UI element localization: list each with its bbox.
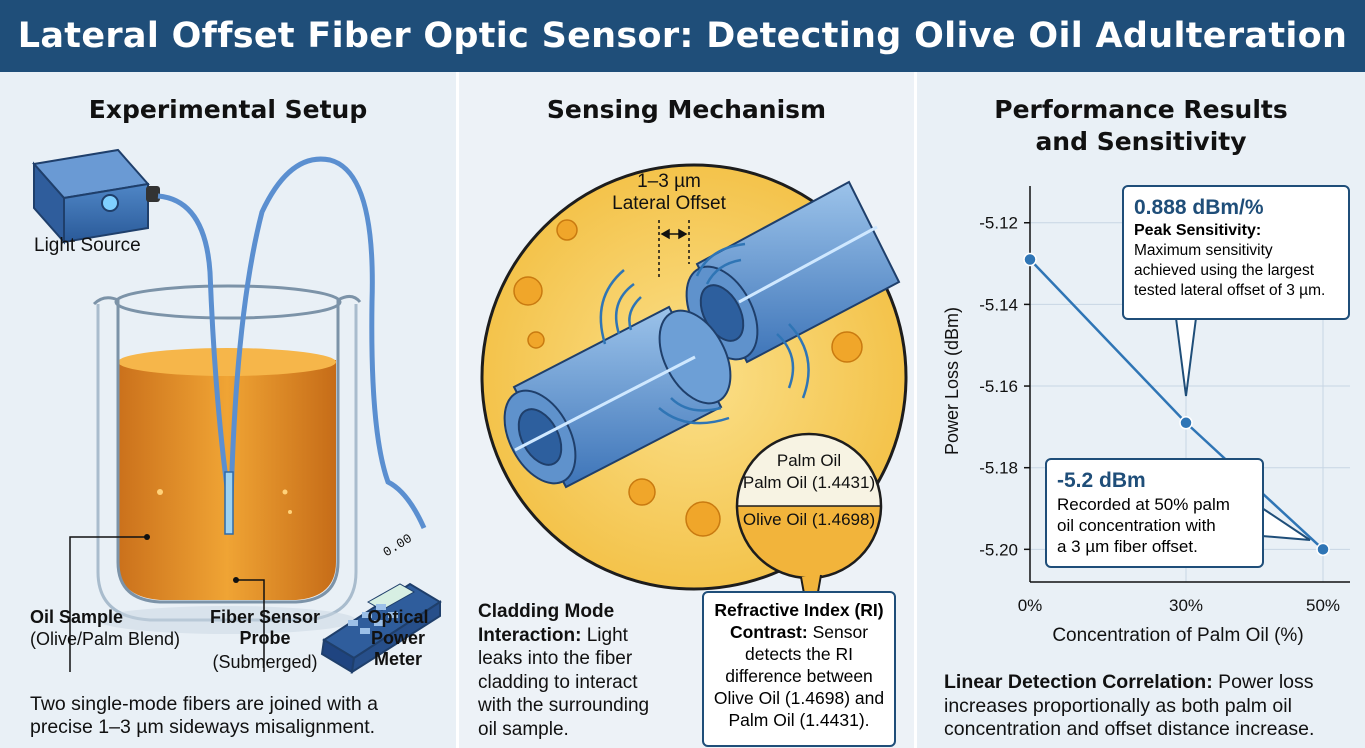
palm-oil-ri-label: Palm Oil (1.4431) [742, 473, 876, 492]
setup-caption-line2: precise 1–3 µm sideways misalignment. [30, 716, 376, 738]
panel-divider [914, 72, 917, 748]
sensitivity-text2: achieved using the largest [1134, 262, 1315, 279]
offset-label: 1–3 µm Lateral Offset [589, 171, 749, 215]
mechanism-illustration [480, 163, 908, 633]
ri-magnifier [735, 432, 883, 633]
probe-label-line1: Fiber Sensor [209, 607, 321, 627]
offset-label-line1: 1–3 µm [637, 171, 701, 192]
ri-box-text5: Palm Oil (1.4431). [728, 710, 870, 730]
power-meter [320, 582, 442, 675]
conclusion-bold: Linear Detection Correlation: [944, 671, 1213, 693]
conclusion-text3: concentration and offset distance increa… [944, 718, 1315, 740]
probe-sub: (Submerged) [212, 652, 318, 672]
meter-label-line3: Meter [373, 649, 422, 669]
offset-marker [658, 220, 690, 278]
mechanism-heading: Sensing Mechanism [546, 95, 827, 124]
power-loss-text1: Recorded at 50% palm [1057, 495, 1230, 514]
fiber-cable-right [228, 156, 427, 530]
oil-sample-leader [69, 536, 147, 672]
conclusion-text1: Power loss [1218, 671, 1314, 693]
power-loss-text2: oil concentration with [1057, 516, 1216, 535]
results-conclusion: Linear Detection Correlation: Power loss… [944, 671, 1314, 742]
offset-label-line2: Lateral Offset [612, 193, 726, 214]
cladding-caption-text4: with the surrounding [478, 695, 650, 716]
ri-box-bold2: Contrast: [729, 622, 808, 642]
page-title: Lateral Offset Fiber Optic Sensor: Detec… [17, 16, 1348, 56]
results-heading-line1: Performance Results [994, 95, 1288, 124]
cladding-caption-text1: Light [586, 624, 628, 646]
ri-box-text4: Olive Oil (1.4698) and [713, 688, 885, 708]
sensitivity-text3: tested lateral offset of 3 µm. [1134, 282, 1326, 299]
ri-contrast-box: Refractive Index (RI) Contrast: Sensor d… [702, 591, 896, 747]
meter-label-line1: Optical [367, 607, 429, 627]
cladding-caption-text3: cladding to interact [478, 671, 638, 693]
fiber-left [503, 305, 732, 489]
probe-label-line2: Probe [239, 628, 291, 648]
cladding-caption-bold1: Cladding Mode [478, 601, 615, 622]
meter-label: Optical Power Meter [352, 607, 444, 670]
light-source-label: Light Source [34, 235, 141, 256]
oil-sample-label: Oil Sample [30, 607, 124, 627]
conclusion-text2: increases proportionally as both palm oi… [944, 694, 1292, 717]
results-heading-line2: and Sensitivity [1035, 127, 1247, 156]
ri-box-text3: difference between [725, 666, 873, 686]
power-loss-value: -5.2 dBm [1057, 469, 1146, 492]
setup-caption: Two single-mode fibers are joined with a… [30, 693, 378, 739]
panel-divider [456, 72, 459, 748]
oil-sample-sub: (Olive/Palm Blend) [30, 629, 181, 649]
beaker [92, 284, 362, 634]
probe-label: Fiber Sensor Probe [200, 607, 330, 649]
setup-heading: Experimental Setup [88, 95, 368, 124]
probe-tip [224, 471, 234, 535]
sensitivity-text1: Maximum sensitivity [1134, 242, 1273, 259]
cladding-caption-bold2: Interaction: [478, 624, 582, 646]
olive-oil-ri-label: Olive Oil (1.4698) [742, 510, 876, 529]
cladding-caption-text5: oil sample. [478, 718, 569, 740]
ri-box-text2: detects the RI [745, 644, 853, 664]
probe-leader [236, 579, 265, 672]
power-loss-callout: -5.2 dBm Recorded at 50% palm oil concen… [1045, 458, 1264, 568]
power-loss-text3: a 3 µm fiber offset. [1057, 537, 1198, 556]
ri-box-text1: Sensor [812, 622, 869, 642]
sensitivity-value: 0.888 dBm/% [1134, 196, 1264, 219]
mechanism-panel: Sensing Mechanism [459, 72, 914, 748]
palm-oil-top-label: Palm Oil [776, 451, 842, 470]
light-wave-arcs [599, 242, 810, 425]
meter-label-line2: Power [370, 628, 426, 648]
results-panel: Performance Results and Sensitivity [917, 72, 1365, 748]
light-source-box [32, 148, 160, 245]
setup-illustration [32, 148, 442, 675]
sensitivity-bold: Peak Sensitivity: [1134, 222, 1262, 239]
cladding-caption: Cladding Mode Interaction: Light leaks i… [478, 600, 649, 741]
header-bar: Lateral Offset Fiber Optic Sensor: Detec… [0, 0, 1365, 72]
setup-caption-line1: Two single-mode fibers are joined with a [30, 693, 378, 715]
ri-box-bold1: Refractive Index (RI) [714, 600, 884, 620]
setup-panel: Experimental Setup [0, 72, 456, 748]
cladding-caption-text2: leaks into the fiber [478, 648, 633, 669]
oil-droplets [513, 219, 863, 537]
sensitivity-callout: 0.888 dBm/% Peak Sensitivity: Maximum se… [1122, 185, 1350, 320]
fiber-cable-left [157, 193, 232, 503]
